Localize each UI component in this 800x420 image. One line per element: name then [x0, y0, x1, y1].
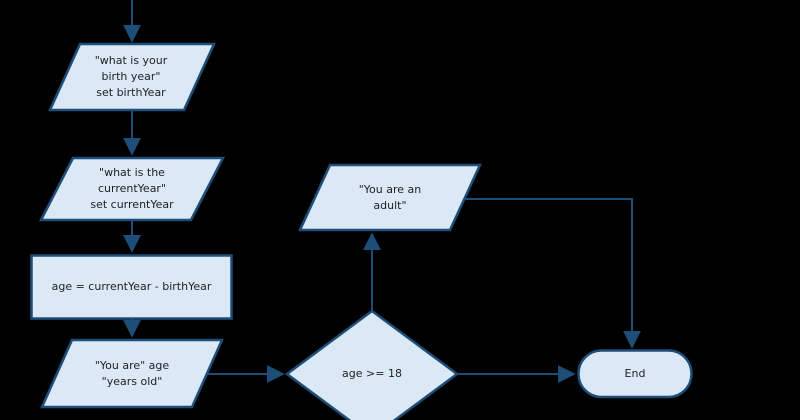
shapes [30, 42, 693, 420]
io-age-output-shape [40, 338, 224, 409]
io-adult-output-shape [298, 163, 482, 232]
decision-adult-check-shape [284, 309, 460, 420]
terminator-end-shape [577, 349, 693, 399]
process-age-assignment-shape [30, 254, 233, 320]
io-birth-year-shape [48, 42, 216, 112]
connector-adult-output-to-end [464, 198, 641, 349]
connectors [123, 0, 641, 383]
io-current-year-shape [38, 156, 226, 222]
